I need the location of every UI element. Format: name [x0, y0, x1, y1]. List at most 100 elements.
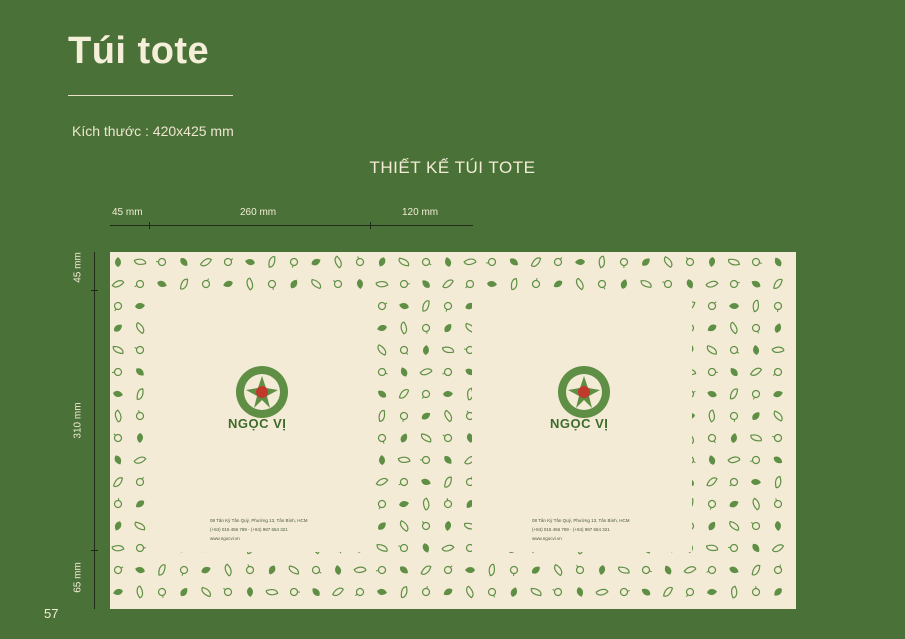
- dim-left-2: 310 mm: [72, 402, 84, 439]
- leaf-icon: [752, 299, 760, 313]
- leaf-icon: [729, 566, 739, 574]
- leaf-icon: [466, 585, 474, 599]
- leaf-icon: [730, 433, 737, 443]
- leaf-icon: [729, 520, 740, 532]
- leaf-icon: [774, 257, 782, 267]
- leaf-icon: [727, 543, 739, 553]
- dim-left-1: 45 mm: [72, 252, 84, 283]
- phone-text: (+84) 015 456 789 - (+84) 987 654 321: [532, 527, 610, 532]
- leaf-icon: [246, 277, 254, 291]
- leaf-icon: [136, 321, 145, 335]
- leaf-icon: [751, 478, 761, 485]
- leaf-icon: [375, 280, 389, 288]
- leaf-icon: [377, 499, 387, 510]
- leaf-icon: [375, 565, 387, 575]
- leaf-icon: [112, 477, 124, 488]
- leaf-icon: [729, 500, 739, 508]
- leaf-icon: [708, 409, 716, 423]
- leaf-icon: [773, 564, 783, 575]
- leaf-icon: [377, 324, 387, 331]
- leaf-icon: [774, 323, 782, 333]
- leaf-icon: [356, 279, 363, 289]
- dim-left-line: [94, 252, 95, 609]
- brand-name: NGỌC VỊ: [550, 416, 609, 431]
- leaf-icon: [112, 345, 124, 355]
- leaf-icon: [553, 280, 563, 288]
- leaf-icon: [707, 589, 717, 596]
- leaf-icon: [509, 258, 519, 266]
- leaf-icon: [772, 433, 783, 443]
- page-number: 57: [44, 606, 59, 621]
- contact-block: 08 Tân Kỳ Tân Quý, Phường 13, Tân Bình, …: [210, 516, 308, 543]
- leaf-icon: [290, 279, 298, 289]
- dim-top-line: [110, 225, 473, 226]
- leaf-icon: [664, 565, 672, 575]
- leaf-icon: [268, 256, 276, 268]
- leaf-icon: [620, 279, 627, 289]
- leaf-icon: [201, 586, 212, 598]
- leaf-icon: [510, 587, 518, 597]
- leaf-icon: [619, 587, 630, 597]
- leaf-icon: [749, 367, 763, 376]
- leaf-icon: [706, 477, 718, 487]
- leaf-icon: [685, 587, 695, 598]
- leaf-icon: [377, 367, 388, 377]
- leaf-icon: [421, 323, 431, 334]
- title-underline: [68, 95, 233, 96]
- leaf-icon: [443, 497, 453, 509]
- leaf-icon: [531, 278, 541, 289]
- leaf-icon: [442, 433, 453, 443]
- leaf-icon: [115, 257, 121, 267]
- leaf-icon: [334, 255, 342, 269]
- leaf-icon: [640, 280, 652, 288]
- leaf-icon: [158, 564, 166, 576]
- leaf-icon: [136, 585, 144, 599]
- leaf-icon: [376, 544, 388, 552]
- leaf-icon: [201, 278, 211, 289]
- leaf-icon: [377, 301, 388, 311]
- leaf-icon: [398, 257, 410, 267]
- leaf-icon: [223, 280, 233, 287]
- leaf-icon: [730, 368, 738, 377]
- leaf-icon: [443, 588, 453, 596]
- leaf-icon: [265, 589, 279, 596]
- leaf-icon: [599, 565, 606, 575]
- leaf-icon: [180, 257, 188, 266]
- leaf-icon: [463, 258, 477, 266]
- size-label: Kích thước : 420x425 mm: [72, 123, 234, 139]
- leaf-icon: [311, 278, 322, 290]
- dim-left-tick: [91, 550, 98, 551]
- address-text: 08 Tân Kỳ Tân Quý, Phường 13, Tân Bình, …: [210, 518, 308, 523]
- leaf-icon: [398, 477, 409, 487]
- leaf-icon: [772, 367, 783, 377]
- leaf-icon: [268, 565, 276, 575]
- leaf-icon: [707, 301, 717, 311]
- leaf-icon: [422, 497, 430, 511]
- leaf-icon: [223, 257, 234, 267]
- leaf-icon: [113, 301, 123, 312]
- leaf-icon: [531, 566, 540, 574]
- leaf-icon: [662, 586, 674, 597]
- leaf-icon: [332, 279, 343, 289]
- leaf-icon: [773, 301, 783, 313]
- leaf-icon: [399, 411, 409, 422]
- leaf-icon: [530, 257, 542, 268]
- leaf-icon: [751, 564, 761, 576]
- leaf-icon: [377, 344, 387, 356]
- leaf-icon: [421, 586, 431, 597]
- dim-left-3: 65 mm: [72, 562, 84, 593]
- leaf-icon: [134, 521, 146, 531]
- dim-top-tick: [149, 222, 150, 229]
- leaf-icon: [312, 588, 320, 596]
- leaf-icon: [224, 563, 232, 577]
- leaf-icon: [706, 565, 717, 575]
- leaf-icon: [771, 346, 785, 354]
- leaf-icon: [487, 587, 497, 598]
- leaf-icon: [288, 565, 300, 575]
- leaf-icon: [111, 544, 125, 552]
- leaf-icon: [751, 585, 761, 597]
- leaf-icon: [421, 520, 431, 531]
- leaf-icon: [443, 301, 453, 312]
- leaf-icon: [708, 521, 716, 531]
- leaf-icon: [223, 587, 233, 597]
